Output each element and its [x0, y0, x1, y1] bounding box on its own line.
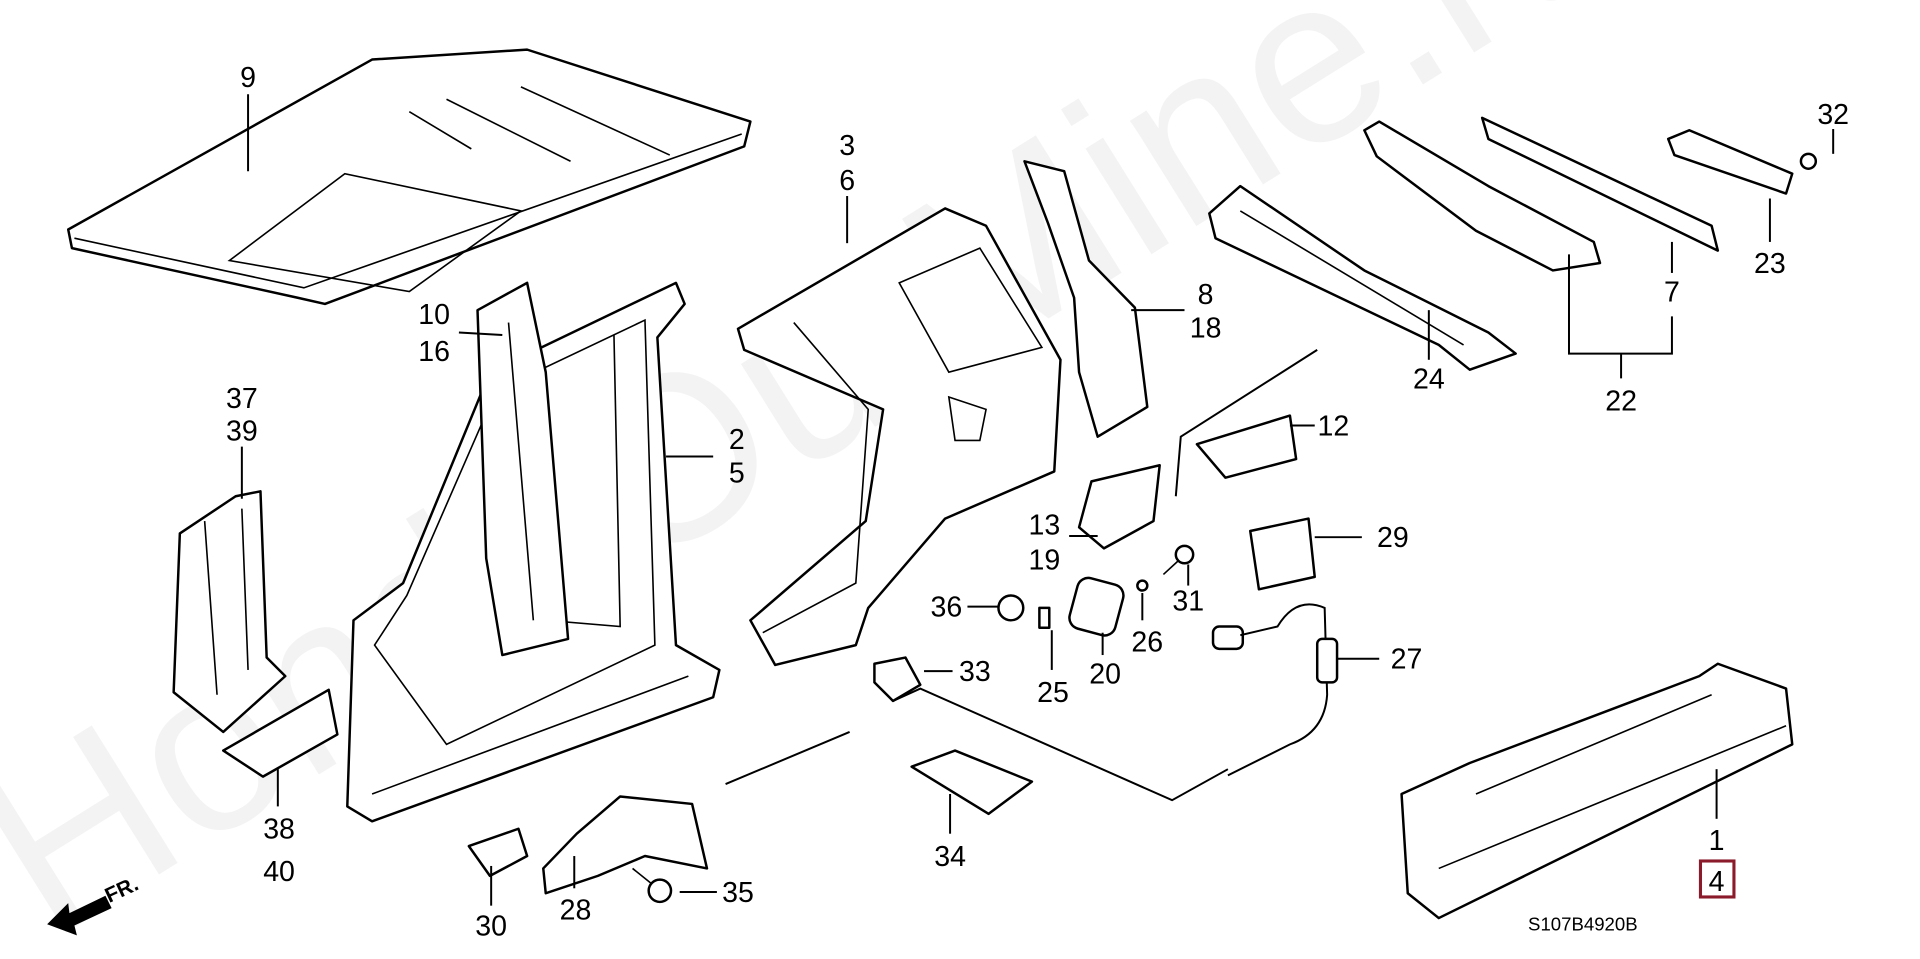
part-roof[interactable] [66, 48, 752, 306]
part-bolt-32[interactable] [1799, 152, 1818, 170]
callout-29[interactable]: 29 [1377, 522, 1409, 554]
callout-20[interactable]: 20 [1089, 659, 1121, 691]
callout-38[interactable]: 38 [263, 814, 295, 846]
callout-32[interactable]: 32 [1817, 99, 1849, 131]
callout-3[interactable]: 3 [839, 130, 855, 162]
part-bracket-38[interactable] [222, 688, 339, 778]
callout-31[interactable]: 31 [1172, 585, 1204, 617]
callout-18[interactable]: 18 [1190, 312, 1222, 344]
part-clip-33[interactable] [873, 656, 922, 703]
part-bracket-29[interactable] [1248, 517, 1316, 591]
callout-7[interactable]: 7 [1664, 276, 1680, 308]
callout-22[interactable]: 22 [1605, 386, 1637, 418]
callout-5[interactable]: 5 [729, 458, 745, 490]
callout-34[interactable]: 34 [934, 841, 966, 873]
callout-26[interactable]: 26 [1131, 626, 1163, 658]
callout-16[interactable]: 16 [418, 336, 450, 368]
part-bracket-28[interactable] [542, 795, 709, 895]
part-bolt-35[interactable] [632, 867, 673, 904]
callout-35[interactable]: 35 [722, 877, 754, 909]
part-rear-floor-crossmember[interactable] [1208, 184, 1517, 371]
callout-1[interactable]: 1 [1709, 825, 1725, 857]
callout-19[interactable]: 19 [1028, 544, 1060, 576]
callout-25[interactable]: 25 [1037, 677, 1069, 709]
part-side-sill[interactable] [1400, 662, 1794, 920]
callout-28[interactable]: 28 [560, 894, 592, 926]
part-pad-34[interactable] [910, 749, 1034, 816]
selected-callout-box [1698, 859, 1736, 899]
part-bolt-31[interactable] [1162, 544, 1195, 576]
callout-12[interactable]: 12 [1317, 410, 1349, 442]
callout-37[interactable]: 37 [226, 383, 258, 415]
part-rear-panel-upper[interactable] [1480, 116, 1720, 252]
diagram-code: S107B4920B [1528, 913, 1638, 934]
part-pillar-inner[interactable] [476, 281, 570, 657]
callout-23[interactable]: 23 [1754, 248, 1786, 280]
part-bracket-23[interactable] [1666, 129, 1794, 195]
front-arrow-icon [47, 895, 112, 936]
leader-lines [240, 94, 1835, 906]
callout-36[interactable]: 36 [930, 592, 962, 624]
callout-13[interactable]: 13 [1028, 510, 1060, 542]
callout-30[interactable]: 30 [475, 910, 507, 942]
part-gusset-13[interactable] [1077, 463, 1161, 550]
part-fuel-lid[interactable] [1067, 575, 1126, 638]
part-rear-panel[interactable] [1363, 120, 1602, 272]
callout-39[interactable]: 39 [226, 415, 258, 447]
callout-4[interactable]: 4 [1709, 866, 1725, 898]
callout-40[interactable]: 40 [263, 856, 295, 888]
callout-labels: 9 3 6 10 16 37 39 2 5 8 18 12 13 19 29 3… [226, 62, 1849, 943]
part-clip-36[interactable] [997, 594, 1025, 622]
part-bracket-12[interactable] [1195, 414, 1298, 479]
part-rear-pillar-stiffener[interactable] [1023, 160, 1149, 438]
callout-2[interactable]: 2 [729, 424, 745, 456]
part-clip-25[interactable] [1038, 606, 1051, 629]
callout-27[interactable]: 27 [1391, 644, 1423, 676]
callout-24[interactable]: 24 [1413, 363, 1445, 395]
callout-6[interactable]: 6 [839, 165, 855, 197]
part-quarter-panel[interactable] [736, 207, 1062, 667]
callout-9[interactable]: 9 [240, 62, 256, 94]
part-nut-26[interactable] [1136, 579, 1149, 592]
part-fuel-lid-opener-cable[interactable] [725, 603, 1339, 802]
callout-8[interactable]: 8 [1198, 279, 1214, 311]
part-bracket-30[interactable] [467, 827, 529, 878]
part-front-pillar-inner[interactable] [172, 490, 287, 734]
callout-33[interactable]: 33 [959, 656, 991, 688]
callout-10[interactable]: 10 [418, 299, 450, 331]
